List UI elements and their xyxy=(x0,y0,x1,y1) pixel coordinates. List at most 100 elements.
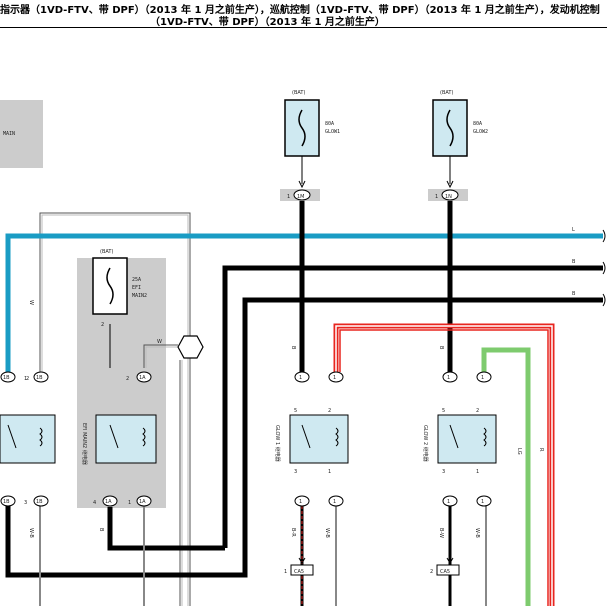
left-relay-conn-3 xyxy=(0,495,16,507)
left-relay-top-pin1: 1 xyxy=(24,376,27,382)
arrow-down-icon xyxy=(446,180,454,189)
efi-relay-conn-bot2 xyxy=(136,495,152,507)
efi-relay-conn-top xyxy=(136,371,152,383)
label-b-efi: B xyxy=(98,528,104,532)
efi-relay-top-pin: 2 xyxy=(126,376,129,382)
header-title-line2: （1VD-FTV、带 DPF）（2013 年 1 月之前生产） xyxy=(150,17,385,28)
wire-b-1 xyxy=(222,265,603,548)
glow1-relay-conn-1 xyxy=(294,371,310,383)
left-relay-conn1-label: 1B xyxy=(3,375,10,381)
glow2-bat-label: (BAT) xyxy=(440,90,453,96)
glow2-relay-conn2-label: 1 xyxy=(481,375,484,381)
fuse-icon xyxy=(446,109,454,147)
ca5-pin1: 1 xyxy=(284,569,287,575)
label-wb-glow2: W-B xyxy=(474,528,480,538)
glow1-pin: 1 xyxy=(287,194,290,200)
glow2-relay-pin2: 2 xyxy=(476,408,479,414)
efi-main2-relay xyxy=(95,414,157,464)
left-relay-conn4-label: 1B xyxy=(36,499,43,505)
label-w-left: W xyxy=(28,300,34,305)
left-relay-conn-1 xyxy=(0,371,16,383)
coil-icon xyxy=(142,427,146,447)
efi-relay-conn-bot1 xyxy=(102,495,118,507)
glow2-relay-conn-3 xyxy=(442,495,458,507)
coil-icon xyxy=(39,427,43,447)
glow2-relay-label: GLOW 2 继电器 xyxy=(422,425,429,462)
coil-icon xyxy=(335,427,339,447)
glow2-relay-conn1-label: 1 xyxy=(447,375,450,381)
ca5-pin2: 2 xyxy=(430,569,433,575)
wire-break-icon xyxy=(602,229,606,243)
left-relay-top-pin2: 2 xyxy=(26,376,29,382)
switch-icon xyxy=(449,424,459,449)
left-grey-box xyxy=(0,100,43,168)
switch-icon xyxy=(301,424,311,449)
ca5-connector-1 xyxy=(290,564,314,576)
glow1-bat-label: (BAT) xyxy=(292,90,305,96)
left-relay-bot-pin: 3 xyxy=(24,500,27,506)
wire-l-blue xyxy=(5,233,603,382)
label-l: L xyxy=(572,227,575,233)
glow2-pin: 1 xyxy=(435,194,438,200)
glow1-relay-pin3: 3 xyxy=(294,469,297,475)
left-relay xyxy=(0,414,56,464)
coil-icon xyxy=(483,427,487,447)
label-r: R xyxy=(538,448,544,452)
label-b-glow2: B xyxy=(438,346,444,350)
ca5-name-1: CA5 xyxy=(294,569,304,575)
glow2-fuse-rating: 80A xyxy=(473,121,482,127)
glow2-relay-conn3-label: 1 xyxy=(447,499,450,505)
glow2-relay-conn-4 xyxy=(476,495,492,507)
header-title-line1: 指示器（1VD-FTV、带 DPF）（2013 年 1 月之前生产），巡航控制（… xyxy=(0,5,600,16)
switch-icon xyxy=(109,424,119,449)
junction-hexagon xyxy=(177,335,204,359)
glow1-relay-conn4-label: 1 xyxy=(333,499,336,505)
fuse-icon xyxy=(106,267,114,305)
wire-break-icon xyxy=(602,261,606,275)
wire-r-red xyxy=(333,323,555,606)
glow2-relay xyxy=(437,414,497,464)
efi-relay-bot-pin2: 1 xyxy=(128,500,131,506)
glow1-relay-conn2-label: 1 xyxy=(333,375,336,381)
arrow-down-icon xyxy=(298,180,306,189)
switch-icon xyxy=(7,424,17,449)
left-relay-conn-4 xyxy=(33,495,49,507)
efi-relay-conn-bot2-label: 1A xyxy=(139,499,146,505)
ca5-name-2: CA5 xyxy=(440,569,450,575)
arrow-down-icon xyxy=(446,557,454,564)
wire-b-2 xyxy=(5,297,603,578)
label-br: B-R xyxy=(290,528,296,537)
label-wb-left: W-B xyxy=(28,528,34,538)
glow1-relay-label: GLOW 1 继电器 xyxy=(274,425,281,462)
glow1-relay-conn3-label: 1 xyxy=(299,499,302,505)
arrow-down-icon xyxy=(298,557,306,564)
efi-relay-bot-pin1: 4 xyxy=(93,500,96,506)
wire-lg-green xyxy=(481,347,531,606)
glow1-connector xyxy=(293,189,311,201)
efi-relay-conn-bot1-label: 1A xyxy=(105,499,112,505)
wire-w-relay-inner xyxy=(145,346,178,368)
label-b-glow1: B xyxy=(290,346,296,350)
wire-break-icon xyxy=(602,293,606,307)
glow1-relay-conn-3 xyxy=(294,495,310,507)
label-bw: B-W xyxy=(438,528,444,538)
left-relay-conn2-label: 1B xyxy=(36,375,43,381)
wire-w-outer xyxy=(39,212,191,606)
label-b1: B xyxy=(572,259,576,265)
glow1-relay-pin2: 2 xyxy=(328,408,331,414)
glow1-fuse-rating: 80A xyxy=(325,121,334,127)
left-relay-conn3-label: 1B xyxy=(3,499,10,505)
label-w-hex: W xyxy=(157,339,162,345)
ca5-connector-2 xyxy=(436,564,460,576)
header-rule xyxy=(0,27,607,28)
efi-fuse-rating: 25A xyxy=(132,277,141,283)
glow2-fuse-name: GLOW2 xyxy=(473,129,488,135)
wire-r-red-inner xyxy=(339,329,549,606)
diagram-header: 指示器（1VD-FTV、带 DPF）（2013 年 1 月之前生产），巡航控制（… xyxy=(0,0,607,50)
wire-b-3 xyxy=(107,507,225,551)
left-relay-conn-2 xyxy=(33,371,49,383)
glow2-relay-conn4-label: 1 xyxy=(481,499,484,505)
label-b2: B xyxy=(572,291,576,297)
wire-w-relay xyxy=(143,344,178,368)
